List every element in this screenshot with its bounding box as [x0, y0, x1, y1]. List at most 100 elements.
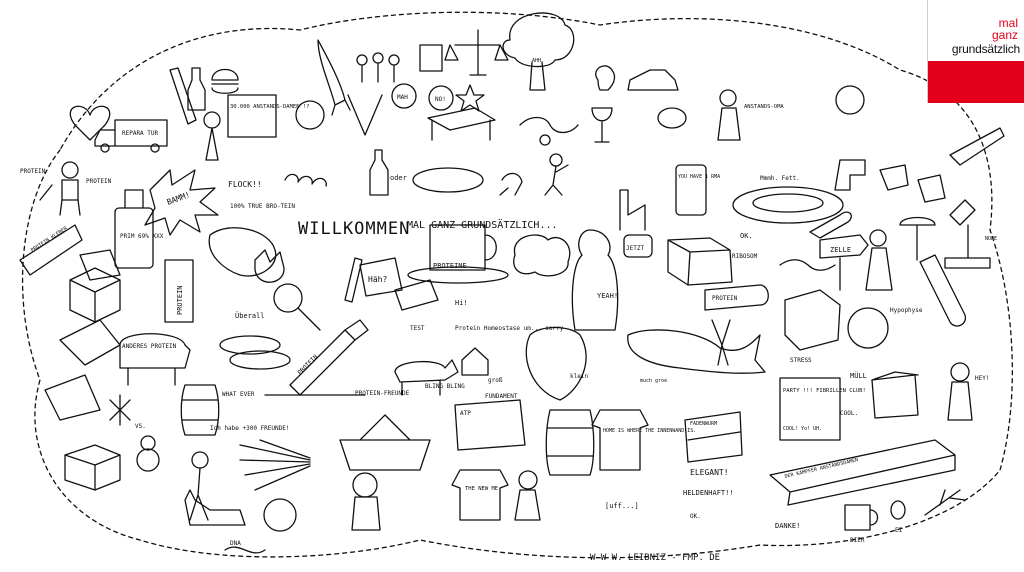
label-bling: BLING BLING: [425, 383, 465, 390]
fat-dish-inner: [752, 193, 824, 213]
speech-bubble-mah: [391, 83, 417, 109]
cow-icon: [119, 333, 191, 386]
label-cool: COOL.: [840, 410, 858, 417]
label-dna: DNA: [230, 540, 241, 547]
star-icon: [455, 84, 485, 112]
pencil-icon: [344, 257, 363, 303]
label-party: PARTY !!! FIBRILLEN CLUB!: [783, 388, 866, 394]
glue-tube-icon: [19, 224, 83, 276]
label-kampfer: DER KAMPFER ANSTANDSDAMEN: [784, 457, 859, 480]
label-flock: FLOCK!!: [228, 180, 262, 189]
phone-icon: [675, 164, 707, 216]
welcome-subtitle: MAL GANZ GRUNDSÄTZLICH...: [407, 218, 558, 231]
scale-icon: [444, 29, 509, 76]
home-shirt-icon: [591, 409, 649, 471]
ribosom-box: [667, 237, 733, 286]
footer-url: W W W. LEIBNIZ - FMP. DE: [590, 553, 720, 563]
house-icon: [461, 347, 489, 376]
label-vs: VS.: [135, 423, 146, 430]
chain-icon-2: [779, 259, 836, 271]
table-icon: [427, 107, 496, 141]
cube-icon-1: [69, 267, 121, 323]
label-haeh: Häh?: [368, 275, 387, 284]
label-yeah: YEAH!: [597, 292, 618, 300]
jetzt-tag: [623, 234, 653, 258]
astronaut-figure: [351, 472, 381, 531]
cracked-egg: [254, 249, 285, 283]
snowflake-icon: [109, 394, 131, 426]
cube-icon-3: [64, 444, 121, 491]
sugar-cube-icon: [784, 289, 841, 351]
atp-book-icon: [454, 399, 526, 451]
tree-icon: [502, 12, 575, 91]
lady-umbrella: [865, 216, 936, 291]
question-box: [419, 44, 443, 72]
folding-shape: [59, 319, 121, 366]
label-protein-vertical: PROTEIN: [176, 285, 184, 315]
arrow-network: [239, 439, 311, 491]
trash-bin-icon: [871, 371, 919, 419]
label-home: HOME IS WHERE THE INNENWAND IS.: [603, 428, 696, 434]
label-hypophyse: Hypophyse: [890, 307, 923, 314]
label-ueberall: Überall: [235, 311, 265, 320]
haeh-note: [359, 257, 403, 297]
cat-icon: [184, 489, 246, 526]
new-me-shirt-icon: [451, 469, 509, 521]
branch-icon: [924, 489, 966, 516]
label-prim: PRIM 69% XXX: [120, 233, 164, 240]
label-hi: Hi!: [455, 299, 468, 307]
cloud-outline: [21, 11, 1013, 559]
racket-icon: [657, 107, 687, 129]
label-anstands-oma: ANSTANDS-OMA: [744, 104, 784, 110]
yarn-ball-icon: [263, 498, 297, 532]
mug-saucer: [407, 266, 509, 284]
logo-red-band: [928, 61, 1024, 103]
label-ich-habe: Ich habe +300 FREUNDE!: [210, 425, 289, 432]
label-nope: NOPE: [985, 236, 997, 242]
egg-icon: [890, 500, 906, 520]
label-hey: HEY!: [975, 375, 989, 382]
paper-boat-icon: [339, 414, 431, 471]
puzzle-icon-2: [879, 164, 909, 191]
wok-icon: [412, 167, 484, 193]
puzzle-icon: [834, 159, 866, 191]
label-heldenhaft: HELDENHAFT!!: [683, 489, 734, 497]
stage-icon: [684, 411, 743, 463]
microscope-icon: [944, 199, 991, 269]
party-sign: [779, 377, 841, 441]
anstands-oma-figure: [717, 89, 741, 141]
mal-ganz-grundsaetzlich-logo: mal ganz grundsätzlich: [927, 0, 1024, 103]
test-book-icon: [394, 279, 439, 311]
label-fundament: FUNDAMENT: [485, 393, 518, 400]
human-outline: [571, 229, 619, 331]
label-no: NO!: [435, 96, 446, 103]
label-uff: [uff...]: [605, 502, 639, 510]
welcome-title: WILLKOMMEN: [298, 219, 410, 239]
wine-glass-icon: [591, 107, 613, 143]
label-protein-homeostase: Protein Homeostase um... sorry: [455, 325, 564, 332]
burger-icon: [211, 68, 239, 94]
pliers-icon: [711, 319, 731, 366]
spring-icon: [284, 173, 327, 187]
bulb-icon: [595, 65, 616, 91]
yin-yang-icon: [835, 85, 865, 115]
anatomic-heart-icon: [525, 326, 587, 401]
v-shape-icon: [347, 94, 383, 136]
label-anderes-protein: ANDERES PROTEIN: [122, 343, 177, 350]
label-bier: BIER: [850, 537, 865, 544]
logo-word-mal: mal: [998, 16, 1018, 30]
label-ribosom: RIBOSOM: [732, 253, 758, 260]
cube-icon-2: [79, 249, 121, 281]
label-cool-yo: COOL! Yo! UH.: [783, 426, 822, 432]
label-much-groe: much groe: [640, 378, 667, 384]
dog-icon: [394, 359, 459, 396]
barrel-center-icon: [545, 409, 595, 476]
label-jetzt: JETZT: [626, 245, 644, 252]
protein-person: [39, 161, 81, 216]
puzzle-icon-3: [917, 174, 946, 203]
label-gross: groß: [488, 377, 503, 384]
rocket-icon: [317, 39, 351, 116]
dna-icon: [224, 546, 266, 554]
label-reparatur: REPARA TUR: [122, 130, 159, 137]
spoon-icon: [809, 211, 852, 239]
